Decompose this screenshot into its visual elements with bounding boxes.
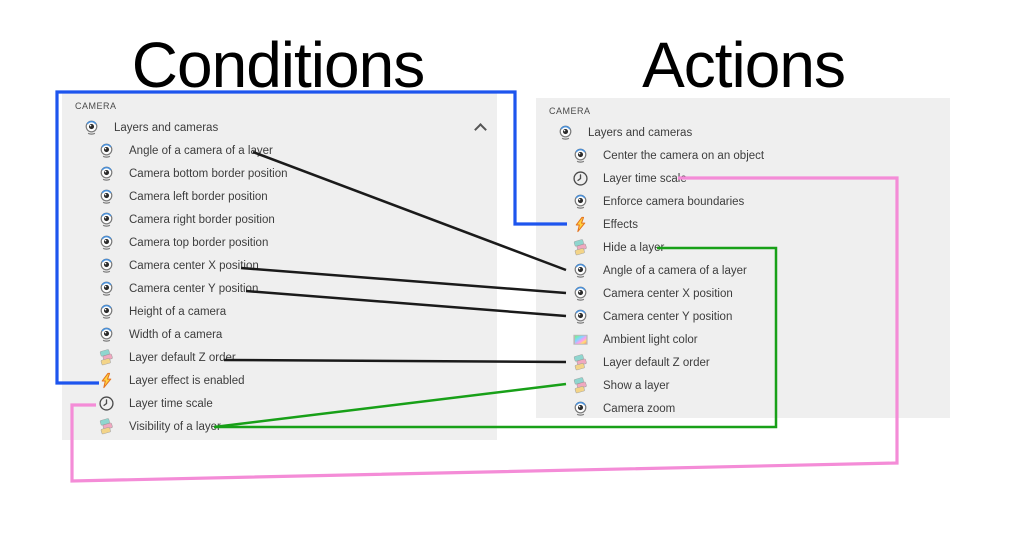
clock-icon <box>572 170 589 187</box>
actions-title: Actions <box>642 29 846 101</box>
list-item[interactable]: Camera center Y position <box>62 277 497 300</box>
webcam-icon <box>98 188 115 205</box>
section-label: CAMERA <box>549 106 591 116</box>
webcam-icon <box>98 211 115 228</box>
list-item[interactable]: Enforce camera boundaries <box>536 190 950 213</box>
item-label: Angle of a camera of a layer <box>129 144 273 157</box>
list-item[interactable]: Effects <box>536 213 950 236</box>
layers-icon <box>572 239 589 256</box>
webcam-icon <box>572 147 589 164</box>
lightning-icon <box>572 216 589 233</box>
list-item[interactable]: Layer effect is enabled <box>62 369 497 392</box>
webcam-icon <box>98 303 115 320</box>
list-item[interactable]: Visibility of a layer <box>62 415 497 438</box>
item-label: Width of a camera <box>129 328 223 341</box>
item-label: Camera bottom border position <box>129 167 288 180</box>
item-label: Layer effect is enabled <box>129 374 245 387</box>
webcam-icon <box>98 257 115 274</box>
list-item[interactable]: Camera center X position <box>536 282 950 305</box>
list-item[interactable]: Layer time scale <box>536 167 950 190</box>
list-item[interactable]: Hide a layer <box>536 236 950 259</box>
lightning-icon <box>98 372 115 389</box>
item-label: Layer time scale <box>603 172 687 185</box>
item-label: Center the camera on an object <box>603 149 765 162</box>
palette-icon <box>572 331 589 348</box>
list-item[interactable]: Layer time scale <box>62 392 497 415</box>
item-label: Ambient light color <box>603 333 698 346</box>
item-label: Camera right border position <box>129 213 275 226</box>
item-label: Hide a layer <box>603 241 665 254</box>
list-item[interactable]: Camera bottom border position <box>62 162 497 185</box>
item-label: Camera zoom <box>603 402 676 415</box>
item-label: Camera left border position <box>129 190 268 203</box>
section-label: CAMERA <box>75 101 117 111</box>
layers-icon <box>572 354 589 371</box>
item-label: Camera center Y position <box>603 310 733 323</box>
list-item[interactable]: Angle of a camera of a layer <box>536 259 950 282</box>
item-label: Enforce camera boundaries <box>603 195 745 208</box>
webcam-icon <box>572 400 589 417</box>
item-label: Camera center Y position <box>129 282 259 295</box>
conditions-title: Conditions <box>131 29 425 101</box>
list-item[interactable]: Center the camera on an object <box>536 144 950 167</box>
list-item[interactable]: Camera top border position <box>62 231 497 254</box>
list-item[interactable]: Ambient light color <box>536 328 950 351</box>
webcam-icon <box>83 119 100 136</box>
item-label: Angle of a camera of a layer <box>603 264 747 277</box>
item-label: Show a layer <box>603 379 670 392</box>
layers-icon <box>98 418 115 435</box>
list-item[interactable]: Layer default Z order <box>62 346 497 369</box>
list-item[interactable]: Show a layer <box>536 374 950 397</box>
webcam-icon <box>98 280 115 297</box>
item-label: Layer default Z order <box>603 356 710 369</box>
item-label: Camera center X position <box>603 287 733 300</box>
list-item[interactable]: Layers and cameras <box>536 121 950 144</box>
list-item[interactable]: Layers and cameras <box>62 116 497 139</box>
webcam-icon <box>98 142 115 159</box>
webcam-icon <box>572 262 589 279</box>
webcam-icon <box>572 285 589 302</box>
webcam-icon <box>557 124 574 141</box>
list-item[interactable]: Camera left border position <box>62 185 497 208</box>
list-item[interactable]: Camera center X position <box>62 254 497 277</box>
item-label: Layer time scale <box>129 397 213 410</box>
webcam-icon <box>98 234 115 251</box>
item-label: Camera center X position <box>129 259 259 272</box>
layers-icon <box>572 377 589 394</box>
webcam-icon <box>572 193 589 210</box>
list-item[interactable]: Camera zoom <box>536 397 950 420</box>
item-label: Height of a camera <box>129 305 227 318</box>
webcam-icon <box>98 165 115 182</box>
list-item[interactable]: Angle of a camera of a layer <box>62 139 497 162</box>
item-label: Layers and cameras <box>114 121 219 134</box>
chevron-up-icon[interactable] <box>474 123 487 136</box>
list-item[interactable]: Width of a camera <box>62 323 497 346</box>
webcam-icon <box>98 326 115 343</box>
item-label: Layers and cameras <box>588 126 693 139</box>
item-label: Visibility of a layer <box>129 420 221 433</box>
layers-icon <box>98 349 115 366</box>
item-label: Effects <box>603 218 638 231</box>
item-label: Camera top border position <box>129 236 269 249</box>
clock-icon <box>98 395 115 412</box>
list-item[interactable]: Camera center Y position <box>536 305 950 328</box>
item-label: Layer default Z order <box>129 351 236 364</box>
webcam-icon <box>572 308 589 325</box>
list-item[interactable]: Height of a camera <box>62 300 497 323</box>
list-item[interactable]: Camera right border position <box>62 208 497 231</box>
list-item[interactable]: Layer default Z order <box>536 351 950 374</box>
